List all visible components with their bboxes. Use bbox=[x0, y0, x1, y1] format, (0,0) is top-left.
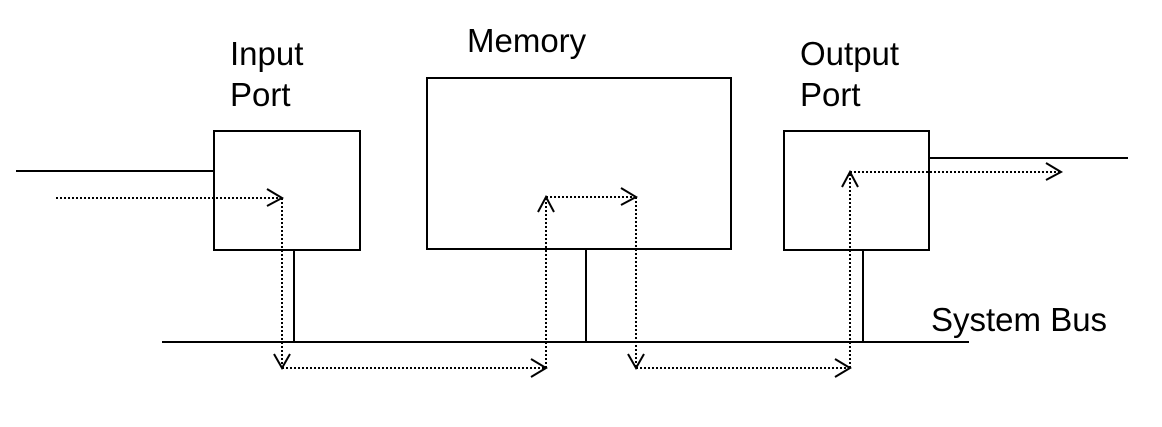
output-port-box bbox=[783, 130, 930, 251]
input-port-label-line2: Port bbox=[230, 76, 291, 113]
arrowhead-right-icon bbox=[1045, 162, 1064, 181]
memory-box bbox=[426, 77, 732, 250]
arrowhead-down-icon bbox=[273, 353, 291, 371]
system-bus-label: System Bus bbox=[931, 301, 1107, 338]
output-port-label-line2: Port bbox=[800, 76, 861, 113]
memory-label: Memory bbox=[467, 22, 587, 59]
output-port-label-line1: Output bbox=[800, 35, 899, 72]
input-port-box bbox=[213, 130, 361, 251]
input-port-label-line1: Input bbox=[230, 35, 303, 72]
